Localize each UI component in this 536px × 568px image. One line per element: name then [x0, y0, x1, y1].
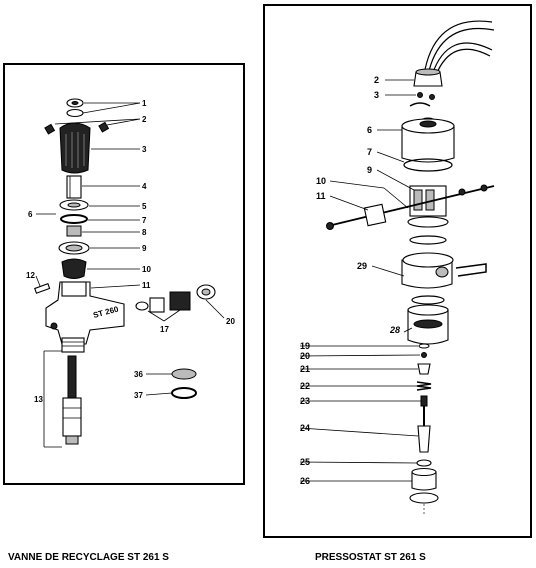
callout-r-3: 3 — [374, 90, 379, 100]
callout-r-26: 26 — [300, 476, 310, 486]
callout-36: 36 — [134, 370, 143, 379]
callout-r-28: 28 — [389, 325, 400, 335]
callout-r-9: 9 — [367, 165, 372, 175]
callout-r-19: 19 — [300, 341, 310, 351]
callout-20: 20 — [226, 317, 235, 326]
callout-3: 3 — [142, 145, 147, 154]
pressostat-leader-lines — [299, 79, 421, 482]
callout-10: 10 — [142, 265, 151, 274]
callout-r-25: 25 — [300, 457, 310, 467]
callout-r-11: 11 — [316, 191, 326, 201]
right-diagram-panel — [263, 4, 532, 538]
callout-r-20: 20 — [300, 351, 310, 361]
callout-r-10: 10 — [316, 176, 326, 186]
pressostat-parts — [326, 20, 495, 514]
callout-8: 8 — [142, 228, 147, 237]
callout-r-22: 22 — [300, 381, 310, 391]
callout-4: 4 — [142, 182, 147, 191]
callout-6: 6 — [28, 210, 33, 219]
callout-9: 9 — [142, 244, 147, 253]
callout-7: 7 — [142, 216, 147, 225]
callout-r-2: 2 — [374, 75, 379, 85]
pressostat-callout-numbers: 2 3 6 7 9 10 11 29 28 19 20 21 22 23 24 … — [300, 75, 400, 486]
callout-r-6: 6 — [367, 125, 372, 135]
callout-17: 17 — [160, 325, 169, 334]
callout-r-21: 21 — [300, 364, 310, 374]
valve-parts: ST 260 — [34, 98, 216, 445]
valve-leader-lines — [35, 102, 225, 448]
caption-recycling-valve: VANNE DE RECYCLAGE ST 261 S — [8, 552, 169, 563]
callout-r-7: 7 — [367, 147, 372, 157]
callout-37: 37 — [134, 391, 143, 400]
callout-11: 11 — [142, 281, 151, 290]
callout-1: 1 — [142, 99, 147, 108]
callout-2: 2 — [142, 115, 147, 124]
callout-r-23: 23 — [300, 396, 310, 406]
caption-pressure-switch: PRESSOSTAT ST 261 S — [315, 552, 426, 563]
callout-5: 5 — [142, 202, 147, 211]
callout-r-24: 24 — [300, 423, 310, 433]
valve-callout-numbers: 1 2 3 4 5 6 7 8 9 10 11 12 13 17 20 36 3… — [26, 99, 235, 404]
callout-13: 13 — [34, 395, 43, 404]
left-diagram-panel — [3, 63, 245, 485]
callout-r-29: 29 — [357, 261, 367, 271]
callout-12: 12 — [26, 271, 35, 280]
